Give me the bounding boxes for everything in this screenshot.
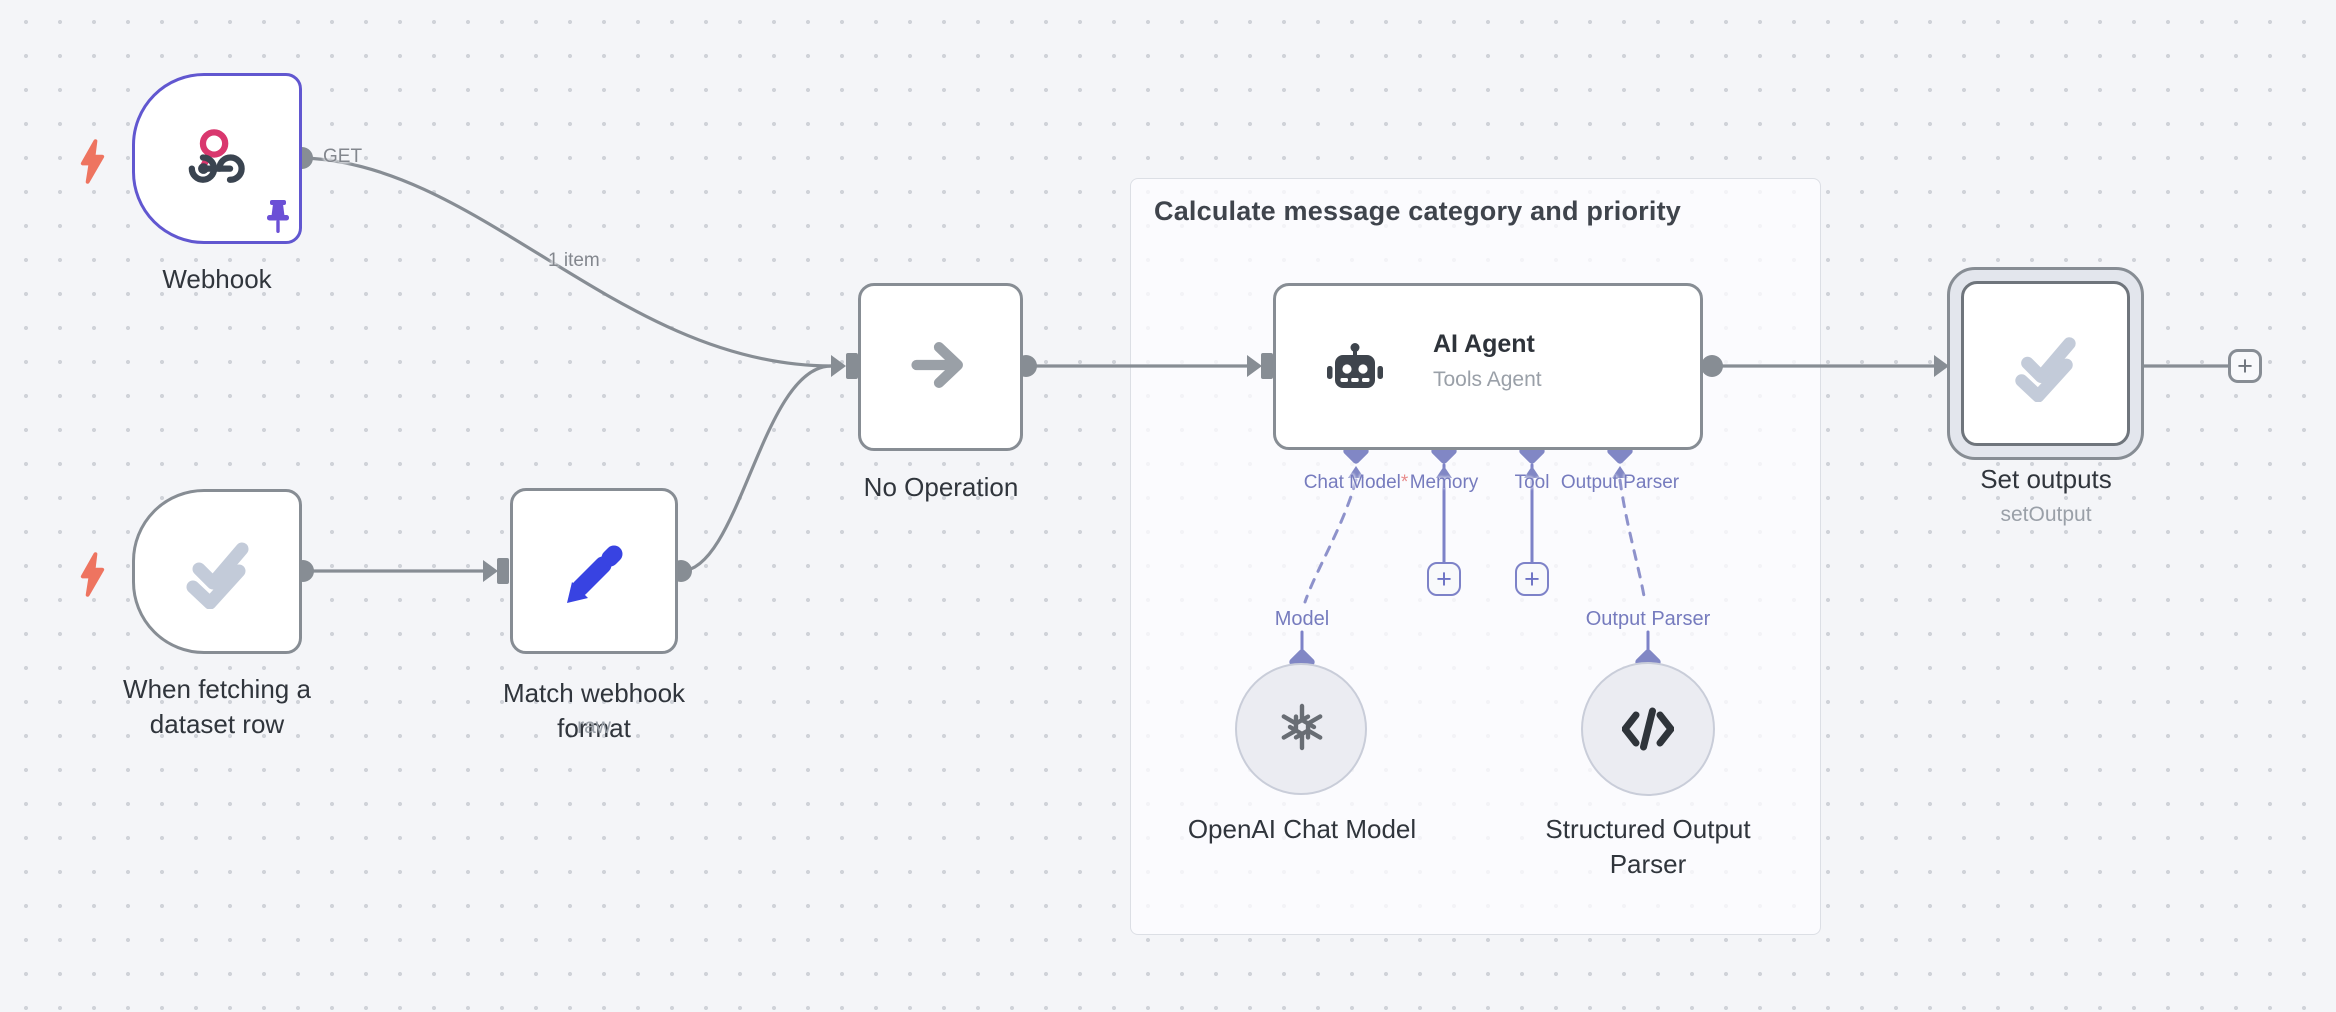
node-label-set-outputs: Set outputs [1980, 464, 2112, 494]
node-label-no-operation: No Operation [863, 472, 1019, 502]
subnode-label-output-parser: Output Parser [1585, 608, 1711, 630]
add-memory-button[interactable]: + [1427, 562, 1461, 596]
connection-items-label: 1 item [548, 250, 600, 271]
openai-icon [1276, 701, 1328, 753]
input-arrow [483, 560, 498, 582]
webhook-method-label: GET [323, 146, 363, 167]
port-label-chat-model: Chat Model* [1303, 472, 1409, 493]
group-frame-title: Calculate message category and priority [1154, 196, 1681, 226]
node-label-webhook: Webhook [162, 264, 272, 294]
subnode-label-model: Model [1274, 608, 1330, 630]
node-subtitle-match-format: raw [577, 715, 611, 738]
pin-icon [266, 200, 290, 234]
node-openai-chat-model[interactable] [1235, 663, 1367, 795]
add-tool-button[interactable]: + [1515, 562, 1549, 596]
node-subtitle-set-outputs: setOutput [2000, 503, 2092, 526]
robot-icon [1327, 343, 1383, 391]
webhook-icon [185, 128, 247, 186]
node-label-structured-output-parser: Structured Output Parser [1545, 814, 1751, 879]
port-label-memory: Memory [1409, 472, 1479, 493]
trigger-bolt-icon [77, 138, 108, 185]
double-check-icon [179, 533, 255, 609]
connection-match-to-noop[interactable] [679, 364, 833, 573]
trigger-bolt-icon [77, 551, 108, 598]
port-label-output-parser: Output Parser [1560, 472, 1680, 493]
input-port[interactable] [497, 558, 509, 584]
arrow-right-icon [910, 337, 970, 393]
double-check-icon [2008, 328, 2082, 402]
node-label-when-fetching: When fetching a dataset row [123, 674, 311, 739]
input-arrow [831, 355, 846, 377]
add-node-button[interactable]: + [2228, 349, 2262, 383]
input-port[interactable] [846, 353, 858, 379]
node-label-match-format: Match webhook format [502, 678, 686, 743]
required-marker: * [1400, 472, 1409, 493]
ai-agent-title: AI Agent [1433, 330, 1535, 358]
node-label-openai-chat-model: OpenAI Chat Model [1187, 814, 1417, 844]
code-icon [1622, 706, 1674, 752]
port-label-tool: Tool [1514, 472, 1550, 493]
pencil-icon [558, 536, 632, 610]
ai-agent-subtitle: Tools Agent [1433, 368, 1542, 391]
